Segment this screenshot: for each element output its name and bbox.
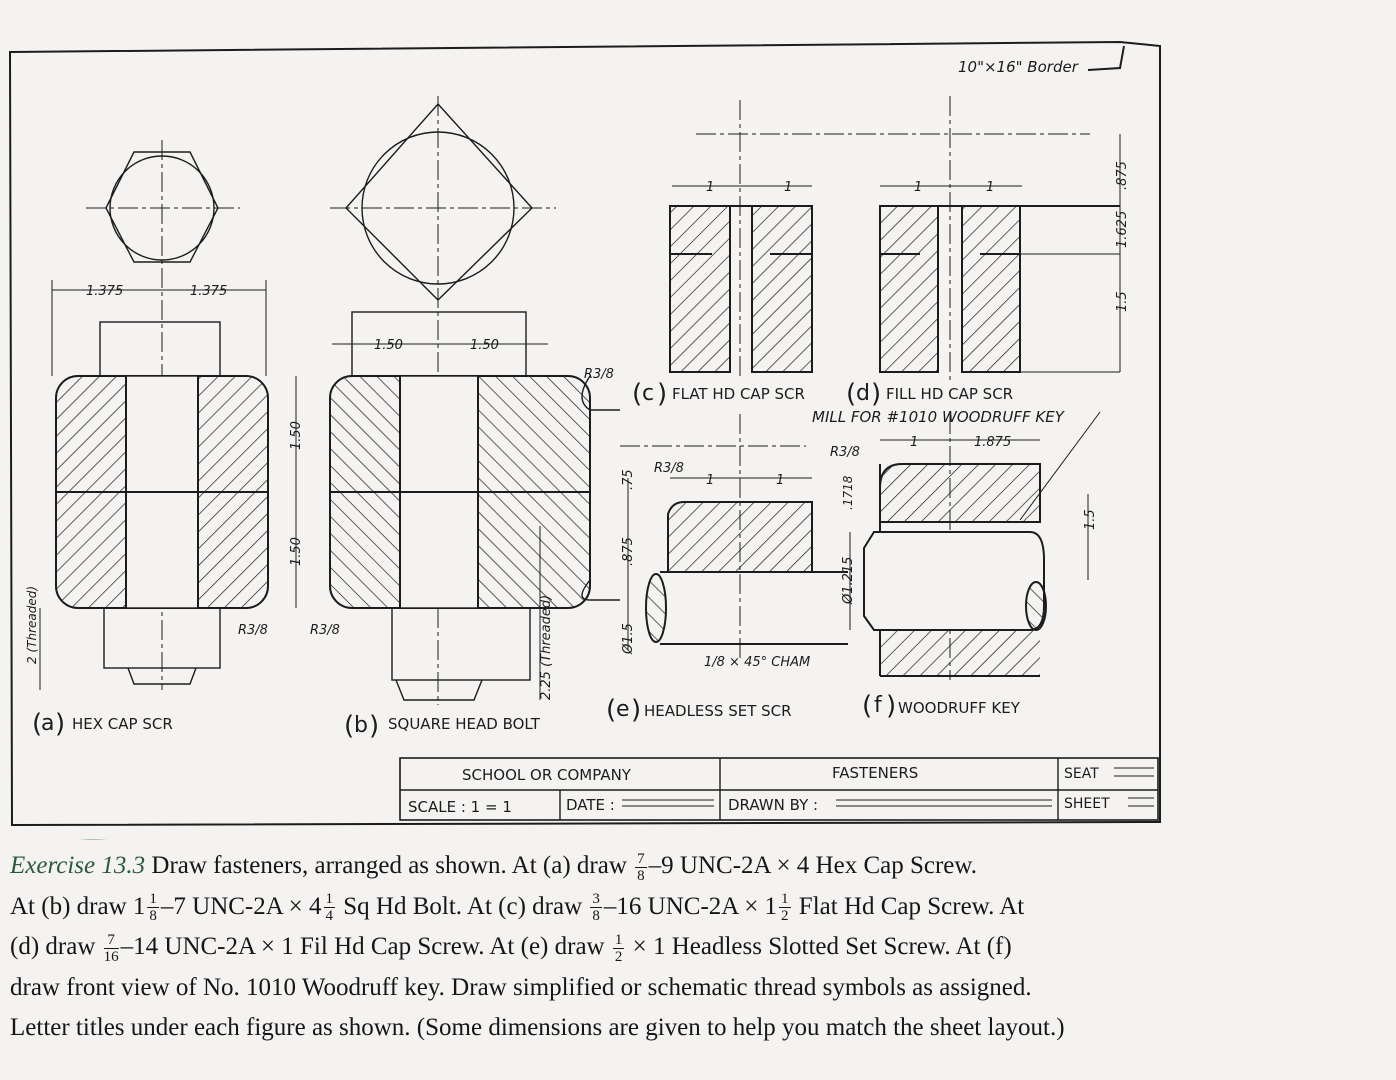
dim-f-2: 1.875 xyxy=(974,435,1011,450)
tb-title: FASTENERS xyxy=(832,764,918,782)
dim-a-left: 1.375 xyxy=(86,284,123,299)
mill-note-f: MILL FOR #1010 WOODRUFF KEY xyxy=(812,408,1066,426)
svg-text:(: ( xyxy=(606,695,616,725)
radius-f: R3/8 xyxy=(830,445,860,460)
svg-text:): ) xyxy=(886,691,896,721)
figure-d-title: FILL HD CAP SCR xyxy=(886,385,1013,403)
svg-text:): ) xyxy=(657,379,667,409)
exercise-label: Exercise 13.3 xyxy=(10,852,146,879)
dim-f-v1: .1718 xyxy=(841,475,855,510)
radius-a: R3/8 xyxy=(238,623,268,638)
dim-c-1: 1 xyxy=(706,180,714,195)
dim-d-low: 1.5 xyxy=(1115,291,1130,312)
figure-d-letter: d xyxy=(856,381,870,406)
dia-e: Ø1.5 xyxy=(621,623,636,655)
exercise-caption: Exercise 13.3 Draw fasteners, arranged a… xyxy=(10,846,1210,1049)
figure-b-title: SQUARE HEAD BOLT xyxy=(388,715,541,733)
svg-text:(: ( xyxy=(344,711,354,741)
radius-b: R3/8 xyxy=(310,623,340,638)
border-note: 10"×16" Border xyxy=(958,58,1079,76)
dim-d-top: .875 xyxy=(1115,161,1130,190)
svg-text:(: ( xyxy=(632,379,642,409)
figure-b-letter: b xyxy=(354,713,368,738)
dim-a-right: 1.375 xyxy=(190,284,227,299)
dim-e-2: 1 xyxy=(776,473,784,488)
figure-a-letter: a xyxy=(41,711,54,736)
threaded-b: 2.25 (Threaded) xyxy=(539,595,554,700)
threaded-a: 2 (Threaded) xyxy=(25,586,39,664)
tb-school: SCHOOL OR COMPANY xyxy=(462,766,632,784)
dim-d-1: 1 xyxy=(914,180,922,195)
dim-e-v1: .75 xyxy=(621,469,636,490)
svg-text:(: ( xyxy=(846,379,856,409)
figure-c-letter: c xyxy=(642,381,654,406)
sheet-border xyxy=(8,40,1161,827)
dia-f: Ø1.215 xyxy=(841,557,856,605)
dim-e-1: 1 xyxy=(706,473,714,488)
dim-f-1: 1 xyxy=(910,435,918,450)
figure-e-title: HEADLESS SET SCR xyxy=(644,702,792,720)
drawing-sheet: 10"×16" Border 1.375 1.375 R3/8 2 (Threa… xyxy=(8,40,1161,840)
dim-e-v2: .875 xyxy=(621,537,636,566)
figure-c-title: FLAT HD CAP SCR xyxy=(672,385,805,403)
tb-scale: SCALE : 1 = 1 xyxy=(408,798,512,816)
caption-line-5: Letter titles under each figure as shown… xyxy=(10,1014,1065,1041)
figure-a-title: HEX CAP SCR xyxy=(72,715,173,733)
dim-b-left: 1.50 xyxy=(374,338,403,353)
figure-e-letter: e xyxy=(616,697,630,722)
dim-b-right: 1.50 xyxy=(470,338,499,353)
tb-drawn-by: DRAWN BY : xyxy=(728,796,818,814)
tb-sheet: SHEET xyxy=(1064,796,1110,812)
svg-text:): ) xyxy=(631,695,641,725)
radius-e: R3/8 xyxy=(654,461,684,476)
svg-text:): ) xyxy=(369,711,379,741)
svg-text:): ) xyxy=(55,709,65,739)
svg-text:(: ( xyxy=(32,709,42,739)
cham-e: 1/8 × 45° CHAM xyxy=(704,655,810,670)
caption-line-4: draw front view of No. 1010 Woodruff key… xyxy=(10,973,1032,1001)
figure-f-title: WOODRUFF KEY xyxy=(898,699,1021,717)
dim-b-v1: 1.50 xyxy=(289,421,304,450)
caption-line-1: Exercise 13.3 Draw fasteners, arranged a… xyxy=(10,850,978,884)
dim-f-v2: 1.5 xyxy=(1083,509,1098,530)
dim-d-2: 1 xyxy=(986,180,994,195)
svg-text:(: ( xyxy=(862,691,872,721)
tb-seat: SEAT xyxy=(1064,766,1099,782)
radius-b-top: R3/8 xyxy=(584,367,614,382)
tb-date: DATE : xyxy=(566,796,615,814)
svg-text:): ) xyxy=(871,379,881,409)
dim-b-v2: 1.50 xyxy=(289,537,304,566)
figure-f-letter: f xyxy=(874,693,883,718)
dim-c-2: 1 xyxy=(784,180,792,195)
dim-d-mid: 1.625 xyxy=(1115,211,1130,248)
